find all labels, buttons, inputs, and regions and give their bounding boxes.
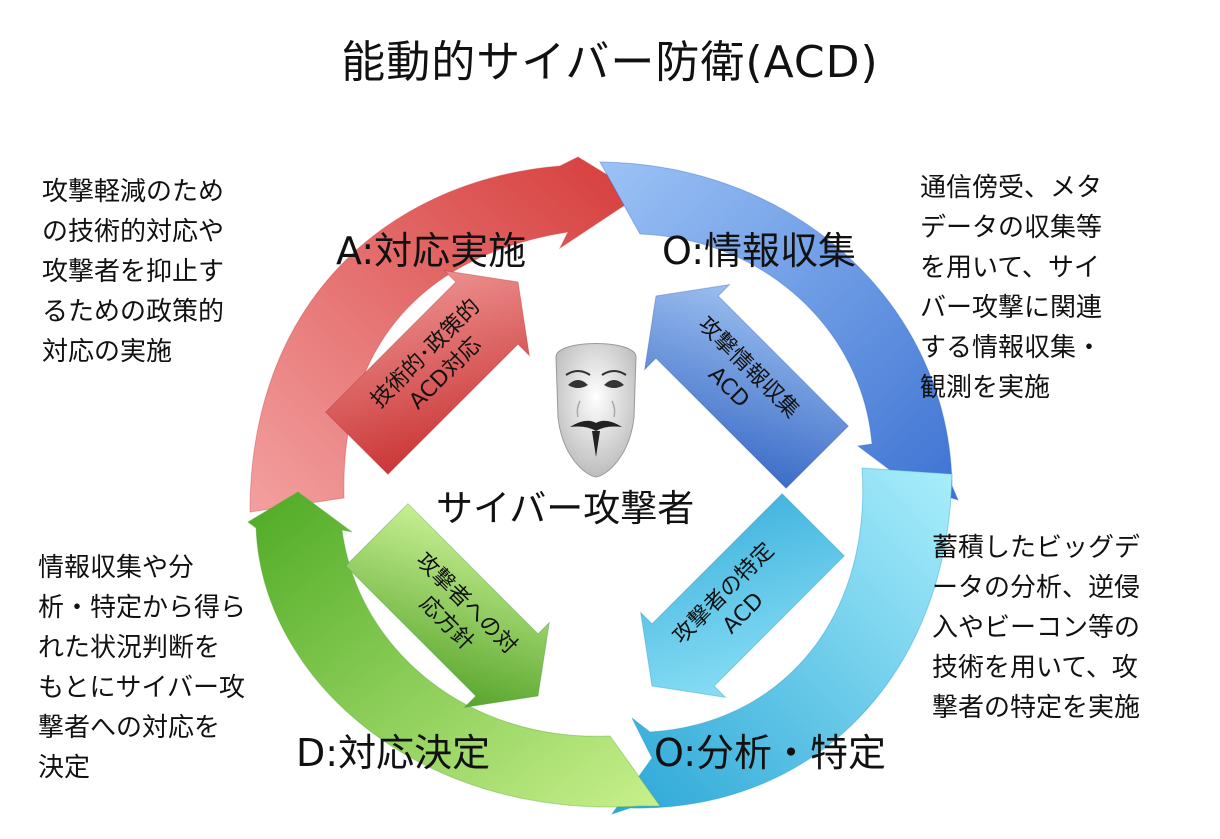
decide-stage-label: D:対応決定 [296,731,491,775]
act-stage-label: A:対応実施 [336,229,527,273]
center-attacker-label: サイバー攻撃者 [436,487,695,530]
orient-description: 蓄積したビッグデ ータの分析、逆侵 入やビーコン等の 技術を用いて、攻 撃者の特… [932,533,1141,723]
observe-inner-arrow [643,283,850,490]
act-inner-arrow [324,269,531,476]
decide-description: 情報収集や分 析・特定から得ら れた状況判断を もとにサイバー攻 撃者への対応を… [38,553,247,783]
observe-cycle-arrow [599,161,959,501]
act-description: 攻撃軽減のため の技術的対応や 攻撃者を抑止す るための政策的 対応の実施 [42,177,225,367]
orient-inner-arrow [639,492,846,699]
anonymous-mask-icon [555,343,637,478]
orient-cycle-arrow [610,467,953,815]
decide-inner-arrow [344,502,551,709]
observe-description: 通信傍受、メタ データの収集等 を用いて、サイ バー攻撃に関連 する情報収集・ … [920,173,1103,403]
observe-stage-label: O:情報収集 [662,229,857,273]
page-title: 能動的サイバー防衛(ACD) [341,37,879,88]
orient-stage-label: O:分析・特定 [654,731,887,775]
